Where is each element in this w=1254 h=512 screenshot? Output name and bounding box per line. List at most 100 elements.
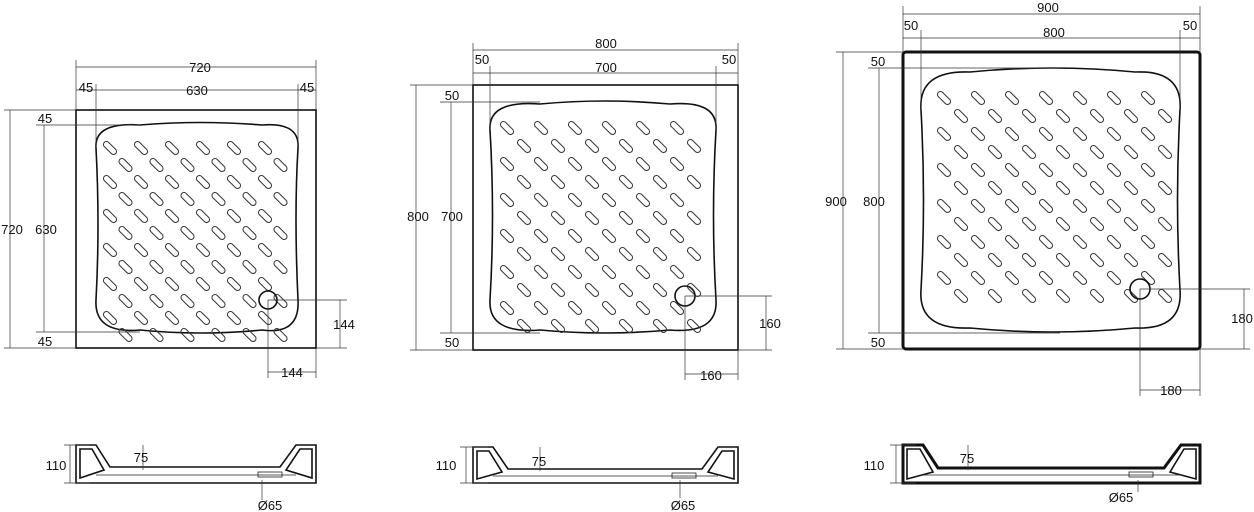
- tray-720-side-view: 110 75 Ø65: [46, 444, 317, 512]
- anti-slip-slot: [257, 174, 273, 190]
- tray-profile-inner: [906, 448, 1197, 481]
- anti-slip-slot: [516, 174, 532, 190]
- anti-slip-slot: [242, 327, 257, 343]
- tray-outline: [901, 50, 1202, 351]
- anti-slip-slot: [133, 276, 149, 292]
- anti-slip-slot: [567, 300, 583, 316]
- border-right-label: 45: [300, 80, 314, 95]
- anti-slip-slot: [102, 140, 118, 156]
- border-bottom-label: 50: [445, 335, 459, 350]
- tray-900-side-view: 110 75 Ø65: [864, 443, 1202, 505]
- overall-height-label: 900: [825, 194, 847, 209]
- anti-slip-slot: [1157, 288, 1173, 304]
- anti-slip-slot: [102, 310, 118, 326]
- anti-slip-slot: [118, 225, 133, 241]
- anti-slip-slot: [652, 210, 668, 226]
- anti-slip-slot: [987, 288, 1003, 304]
- border-left-label: 50: [475, 52, 489, 67]
- anti-slip-slot: [567, 264, 583, 280]
- anti-slip-slot: [257, 242, 273, 258]
- anti-slip-slot: [652, 138, 668, 154]
- anti-slip-slot: [601, 192, 617, 208]
- anti-slip-slot: [567, 228, 583, 244]
- anti-slip-slot: [618, 210, 634, 226]
- border-top-label: 50: [445, 88, 459, 103]
- anti-slip-slot: [550, 318, 566, 334]
- anti-slip-slot: [1123, 216, 1139, 232]
- overall-height-label: 800: [407, 209, 429, 224]
- anti-slip-slot: [1072, 90, 1088, 106]
- anti-slip-slot: [226, 140, 242, 156]
- anti-slip-slot: [567, 156, 583, 172]
- anti-slip-slot: [195, 310, 211, 326]
- anti-slip-pattern: [936, 90, 1173, 304]
- anti-slip-slot: [1038, 162, 1054, 178]
- anti-slip-slot: [1140, 162, 1156, 178]
- anti-slip-slot: [567, 120, 583, 136]
- anti-slip-slot: [533, 156, 549, 172]
- anti-slip-slot: [1123, 180, 1139, 196]
- drain-offset-x-label: 180: [1160, 383, 1182, 398]
- side-height-label: 110: [864, 458, 885, 473]
- drain-diameter-label: Ø65: [1109, 490, 1134, 505]
- anti-slip-slot: [164, 242, 180, 258]
- anti-slip-slot: [499, 192, 515, 208]
- anti-slip-slot: [242, 191, 257, 207]
- anti-slip-slot: [180, 327, 195, 343]
- anti-slip-slot: [257, 310, 273, 326]
- anti-slip-slot: [686, 138, 702, 154]
- anti-slip-slot: [273, 225, 288, 241]
- anti-slip-slot: [1021, 216, 1037, 232]
- anti-slip-slot: [601, 228, 617, 244]
- anti-slip-slot: [936, 162, 952, 178]
- anti-slip-slot: [516, 210, 532, 226]
- anti-slip-slot: [1157, 180, 1173, 196]
- anti-slip-slot: [1106, 234, 1122, 250]
- anti-slip-slot: [567, 192, 583, 208]
- basin-height-label: 700: [441, 209, 463, 224]
- anti-slip-slot: [618, 246, 634, 262]
- anti-slip-slot: [1055, 252, 1071, 268]
- anti-slip-slot: [1004, 126, 1020, 142]
- anti-slip-slot: [533, 120, 549, 136]
- anti-slip-slot: [686, 174, 702, 190]
- anti-slip-slot: [118, 157, 133, 173]
- anti-slip-slot: [1157, 144, 1173, 160]
- anti-slip-slot: [987, 252, 1003, 268]
- anti-slip-slot: [499, 156, 515, 172]
- tray-profile: [901, 443, 1202, 485]
- anti-slip-slot: [1157, 108, 1173, 124]
- anti-slip-slot: [1055, 216, 1071, 232]
- basin-height-label: 630: [35, 222, 57, 237]
- anti-slip-slot: [226, 276, 242, 292]
- anti-slip-slot: [1106, 126, 1122, 142]
- anti-slip-slot: [516, 246, 532, 262]
- anti-slip-slot: [1055, 180, 1071, 196]
- tray-900-top-view: 900 50 800 50 900 800 50 50 180 180: [825, 0, 1253, 398]
- anti-slip-slot: [273, 327, 288, 343]
- anti-slip-slot: [257, 276, 273, 292]
- anti-slip-slot: [601, 120, 617, 136]
- anti-slip-slot: [195, 242, 211, 258]
- basin-width-label: 800: [1043, 25, 1065, 40]
- anti-slip-slot: [149, 157, 164, 173]
- anti-slip-slot: [1004, 90, 1020, 106]
- anti-slip-slot: [1089, 252, 1105, 268]
- anti-slip-slot: [226, 242, 242, 258]
- anti-slip-slot: [686, 246, 702, 262]
- anti-slip-slot: [953, 252, 969, 268]
- anti-slip-slot: [211, 157, 226, 173]
- basin-height-label: 800: [863, 194, 885, 209]
- anti-slip-slot: [618, 318, 634, 334]
- anti-slip-slot: [533, 192, 549, 208]
- anti-slip-slot: [601, 264, 617, 280]
- anti-slip-slot: [102, 174, 118, 190]
- side-height-label: 110: [46, 458, 67, 473]
- anti-slip-slot: [584, 138, 600, 154]
- anti-slip-slot: [1021, 180, 1037, 196]
- anti-slip-slot: [273, 191, 288, 207]
- anti-slip-slot: [133, 242, 149, 258]
- anti-slip-slot: [669, 120, 685, 136]
- anti-slip-slot: [987, 180, 1003, 196]
- anti-slip-slot: [652, 318, 668, 334]
